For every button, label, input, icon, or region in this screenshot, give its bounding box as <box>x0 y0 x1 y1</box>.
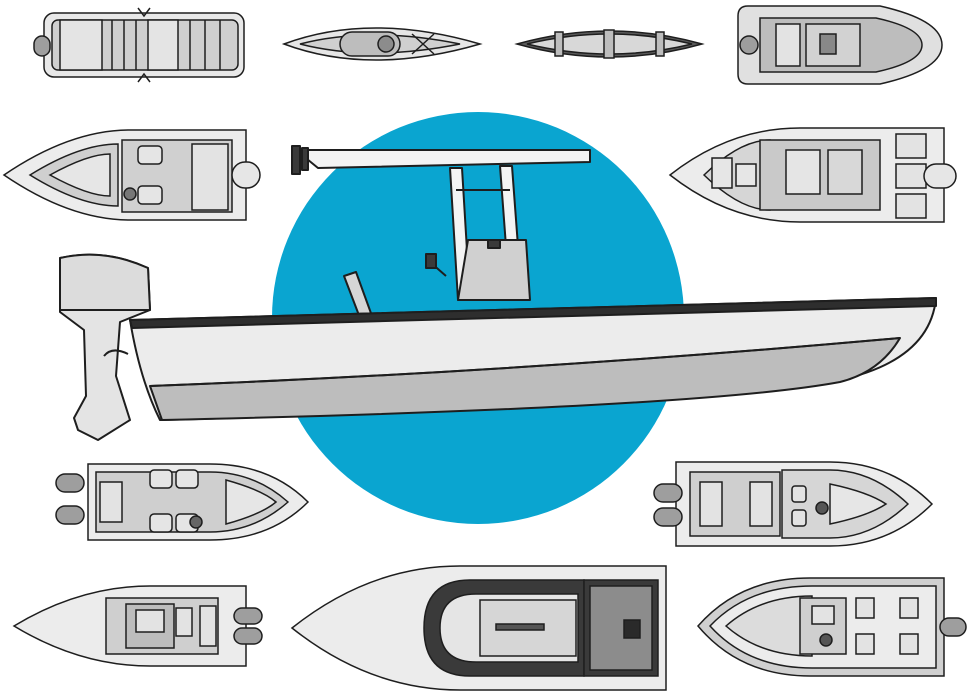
walkaround-icon <box>653 461 934 547</box>
dual-console-icon <box>55 463 310 541</box>
inflatable-boat-icon <box>737 5 943 85</box>
deck-boat-icon <box>697 577 967 677</box>
bowrider-icon <box>2 129 261 221</box>
canoe-icon <box>514 29 705 59</box>
bay-boat-icon <box>668 127 957 223</box>
cruiser-icon <box>290 565 667 691</box>
center-console-profile-icon <box>59 145 937 441</box>
flats-boat-icon <box>12 585 263 667</box>
jon-boat-icon <box>33 7 245 83</box>
kayak-icon <box>281 27 483 61</box>
